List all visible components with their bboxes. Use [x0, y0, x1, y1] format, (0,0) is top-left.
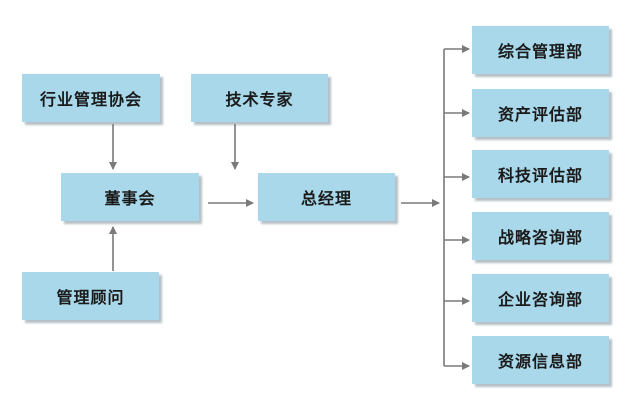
- tech-experts-label: 技术专家: [225, 90, 294, 109]
- industry-association-label: 行业管理协会: [39, 90, 142, 109]
- department-box: 企业咨询部: [472, 274, 609, 322]
- department-box: 科技评估部: [472, 150, 609, 198]
- department-box: 综合管理部: [472, 26, 609, 74]
- management-advisor-box: 管理顾问: [22, 272, 159, 320]
- department-box: 资产评估部: [472, 89, 609, 137]
- department-label: 企业咨询部: [497, 290, 583, 309]
- tech-experts-box: 技术专家: [191, 74, 328, 122]
- department-label: 资源信息部: [497, 352, 583, 371]
- board-label: 董事会: [104, 189, 156, 208]
- general-manager-box: 总经理: [258, 173, 395, 221]
- industry-association-box: 行业管理协会: [22, 74, 160, 122]
- department-label: 资产评估部: [497, 105, 583, 124]
- department-label: 科技评估部: [497, 166, 583, 185]
- department-box: 资源信息部: [472, 336, 609, 384]
- board-box: 董事会: [61, 173, 199, 221]
- department-label: 战略咨询部: [497, 228, 583, 247]
- management-advisor-label: 管理顾问: [56, 288, 125, 307]
- department-label: 综合管理部: [497, 42, 583, 61]
- department-box: 战略咨询部: [472, 212, 609, 260]
- general-manager-label: 总经理: [300, 189, 352, 208]
